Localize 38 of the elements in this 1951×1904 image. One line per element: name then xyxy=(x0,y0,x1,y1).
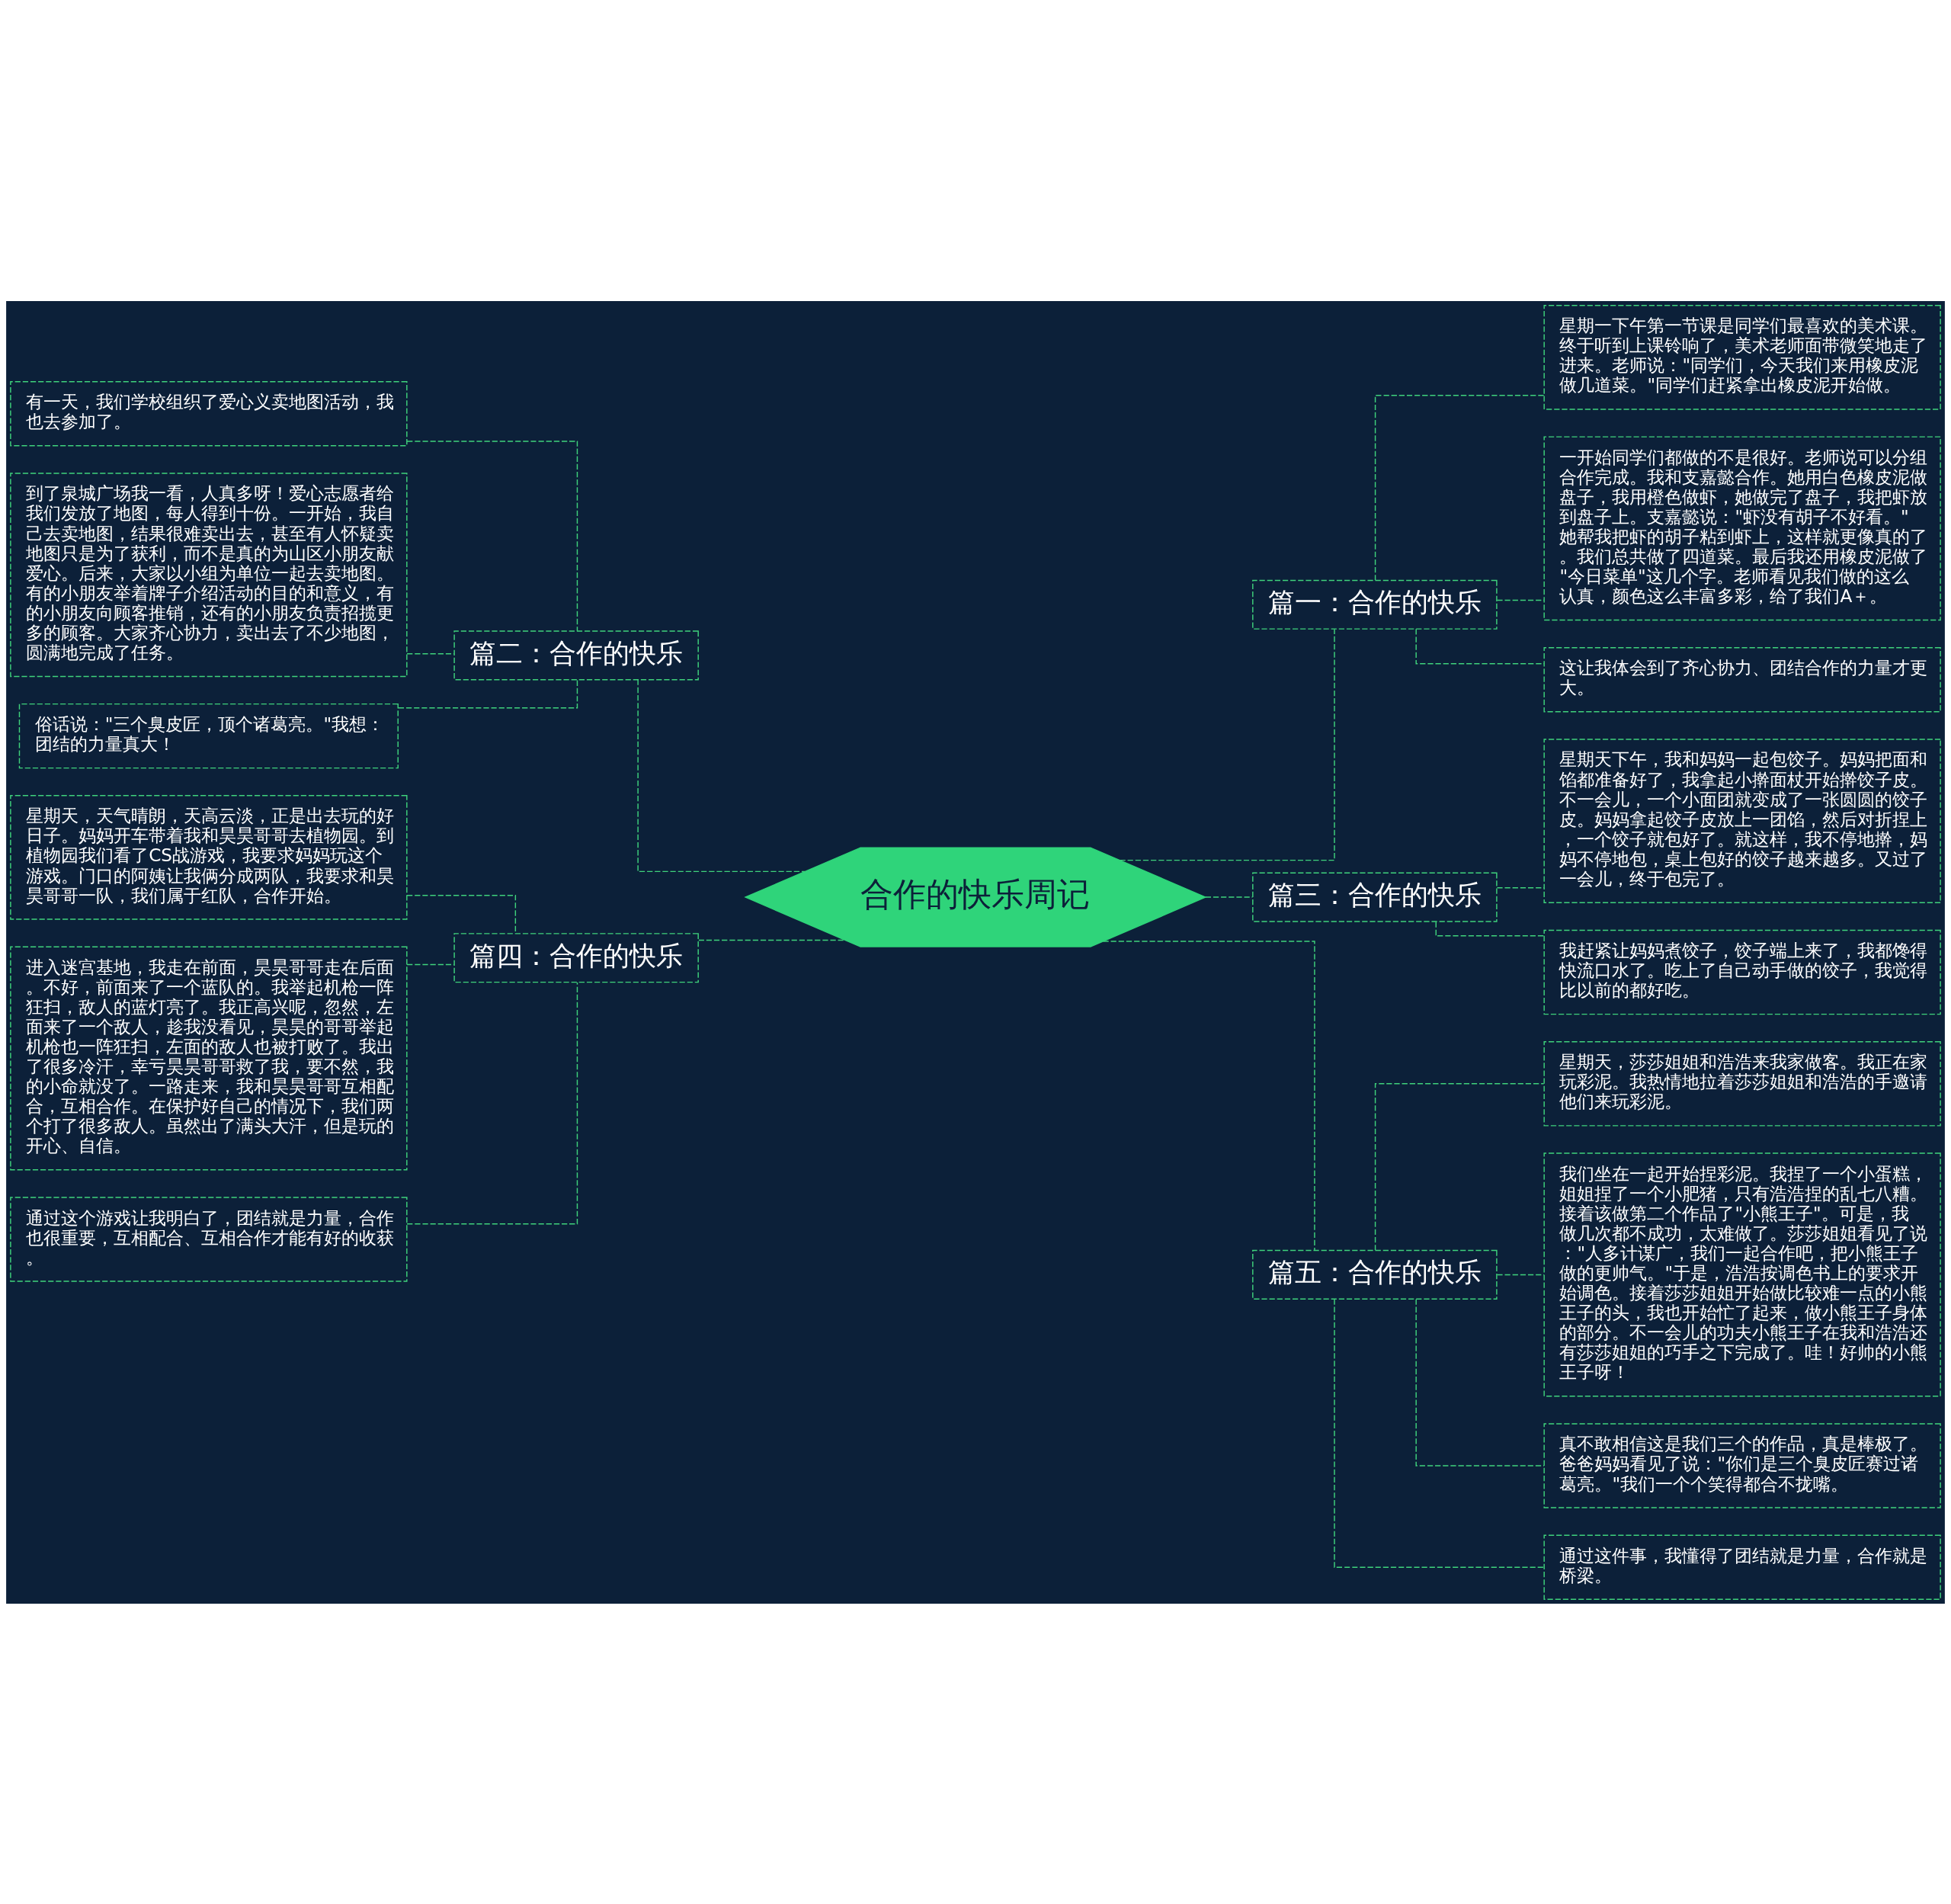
connector xyxy=(1496,1274,1545,1275)
connector xyxy=(406,981,578,1224)
node-box: 真不敢相信这是我们三个的作品，真是棒极了。爸爸妈妈看见了说："你们是三个臭皮匠赛过诸葛亮。"我们一个个笑得都合不拢嘴。 xyxy=(1543,1422,1941,1508)
connector xyxy=(1334,1298,1545,1568)
node-box: 星期天，莎莎姐姐和浩浩来我家做客。我正在家玩彩泥。我热情地拉着莎莎姐姐和浩浩的手邀请他们来玩彩泥。 xyxy=(1543,1040,1941,1127)
connector xyxy=(406,652,455,654)
node-box: 俗话说："三个臭皮匠，顶个诸葛亮。"我想：团结的力量真大！ xyxy=(18,703,399,768)
connector xyxy=(1496,599,1545,601)
connector xyxy=(1496,886,1545,888)
connector xyxy=(698,939,846,941)
node-box: 我们坐在一起开始捏彩泥。我捏了一个小蛋糕，姐姐捏了一个小肥猪，只有浩浩捏的乱七八糟。接着该做第二个作品了"小熊王子"。可是，我做几次都不成功，太难做了。莎莎姐姐看见了说："人多计谋广，我们一起合作吧，把小熊王子做的更帅气。"于是，浩浩按调色书上的要求开始调色。接着莎莎姐姐开始做比较难一点的小熊王子的头，我也开始忙了起来，做小熊王子身体的部分。不一会儿的功夫小熊王子在我和浩浩还有莎莎姐姐的巧手之下完成了。哇！好帅的小熊王子呀！ xyxy=(1543,1152,1941,1396)
connector xyxy=(406,894,517,934)
connector xyxy=(1204,896,1254,898)
node-box: 星期一下午第一节课是同学们最喜欢的美术课。终于听到上课铃响了，美术老师面带微笑地走了进来。老师说："同学们，今天我们来用橡皮泥做几道菜。"同学们赶紧拿出橡皮泥开始做。 xyxy=(1543,304,1941,410)
node-box: 通过这个游戏让我明白了，团结就是力量，合作也很重要，互相配合、互相合作才能有好的收获。 xyxy=(10,1196,408,1282)
node-box: 星期天下午，我和妈妈一起包饺子。妈妈把面和馅都准备好了，我拿起小擀面杖开始擀饺子皮。不一会儿，一个小面团就变成了一张圆圆的饺子皮。妈妈拿起饺子皮放上一团馅，然后对折捏上，一个饺子就包好了。就这样，我不停地擀，妈妈不停地包，桌上包好的饺子越来越多。又过了一会儿，终于包完了。 xyxy=(1543,738,1941,903)
node-box: 一开始同学们都做的不是很好。老师说可以分组合作完成。我和支嘉懿合作。她用白色橡皮泥做盘子，我用橙色做虾，她做完了盘子，我把虾放到盘子上。支嘉懿说："虾没有胡子不好看。"她帮我把虾的胡子粘到虾上，这样就更像真的了。我们总共做了四道菜。最后我还用橡皮泥做了"今日菜单"这几个字。老师看见我们做的这么认真，颜色这么丰富多彩，给了我们A＋。 xyxy=(1543,435,1941,620)
node-box: 篇一：合作的快乐 xyxy=(1252,579,1498,630)
connector xyxy=(1102,940,1315,1251)
node-box: 我赶紧让妈妈煮饺子，饺子端上来了，我都馋得快流口水了。吃上了自己动手做的饺子，我觉得比以前的都好吃。 xyxy=(1543,929,1941,1015)
node-box: 有一天，我们学校组织了爱心义卖地图活动，我也去参加了。 xyxy=(10,380,408,446)
node-box: 篇四：合作的快乐 xyxy=(453,932,699,982)
node-box: 通过这件事，我懂得了团结就是力量，合作就是桥梁。 xyxy=(1543,1534,1941,1600)
node-box: 星期天，天气晴朗，天高云淡，正是出去玩的好日子。妈妈开车带着我和昊昊哥哥去植物园。到植物园我们看了CS战游戏，我要求妈妈玩这个游戏。门口的阿姨让我俩分成两队，我要求和昊昊哥哥一队，我们属于红队，合作开始。 xyxy=(10,794,408,920)
node-box: 到了泉城广场我一看，人真多呀！爱心志愿者给我们发放了地图，每人得到十份。一开始，我自己去卖地图，结果很难卖出去，甚至有人怀疑卖地图只是为了获利，而不是真的为山区小朋友献爱心。后来，大家以小组为单位一起去卖地图。有的小朋友举着牌子介绍活动的目的和意义，有的小朋友向顾客推销，还有的小朋友负责招揽更多的顾客。大家齐心协力，卖出去了不少地图，圆满地完成了任务。 xyxy=(10,472,408,677)
node-box: 进入迷宫基地，我走在前面，昊昊哥哥走在后面。不好，前面来了一个蓝队的。我举起机枪一阵狂扫，敌人的蓝灯亮了。我正高兴呢，忽然，左面来了一个敌人，趁我没看见，昊昊的哥哥举起机枪也一阵狂扫，左面的敌人也被打败了。我出了很多冷汗，幸亏昊昊哥哥救了我，要不然，我的小命就没了。一路走来，我和昊昊哥哥互相配合，互相合作。在保护好自己的情况下，我们两个打了很多敌人。虽然出了满头大汗，但是玩的开心、自信。 xyxy=(10,946,408,1171)
connector xyxy=(1374,394,1545,581)
connector xyxy=(406,963,455,965)
node-box: 篇五：合作的快乐 xyxy=(1252,1249,1498,1300)
connector xyxy=(1415,1298,1545,1466)
node-box: 篇二：合作的快乐 xyxy=(453,630,699,680)
node-box: 这让我体会到了齐心协力、团结合作的力量才更大。 xyxy=(1543,646,1941,712)
connector xyxy=(1374,1082,1545,1251)
connector xyxy=(406,440,578,631)
connector xyxy=(1119,628,1335,861)
connector xyxy=(637,678,806,872)
node-box: 篇三：合作的快乐 xyxy=(1252,872,1498,922)
connector xyxy=(398,678,578,708)
